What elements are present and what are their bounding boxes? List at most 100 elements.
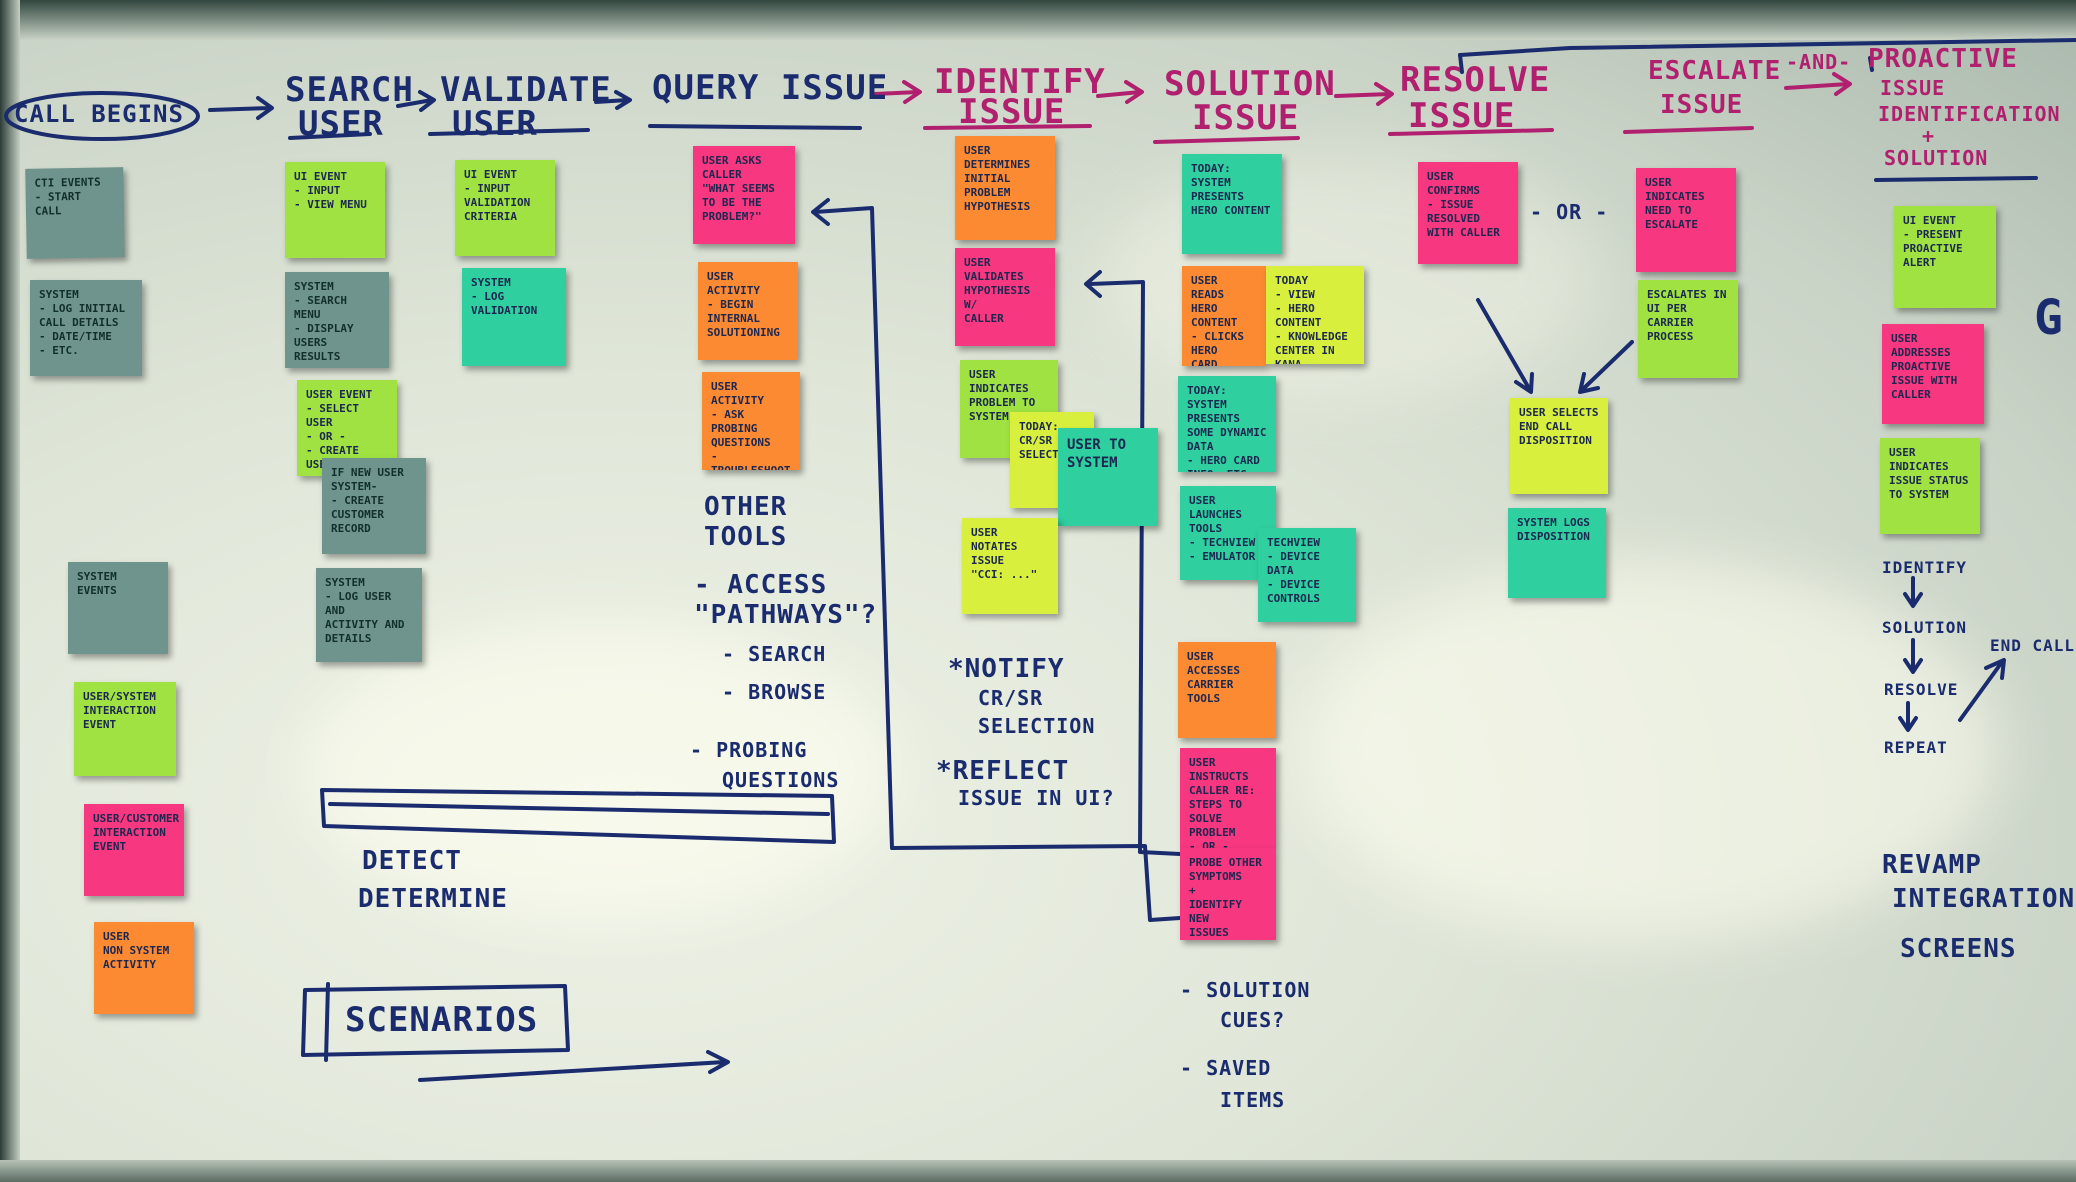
handwriting-cycle-resolve: RESOLVE — [1884, 680, 1958, 699]
handwriting-cycle-identify: IDENTIFY — [1882, 558, 1967, 577]
header-proactive-line1: PROACTIVE — [1868, 44, 2018, 74]
note-identify-user-to-system: USER TO SYSTEM — [1058, 428, 1158, 526]
note-legend-user-system-interaction: USER/SYSTEM INTERACTION EVENT — [74, 682, 176, 776]
handwriting-detect: DETECT — [362, 846, 462, 876]
handwriting-cycle-repeat: REPEAT — [1884, 738, 1948, 757]
note-validate-system: SYSTEM - LOG VALIDATION — [462, 268, 566, 366]
note-search-ui-event: UI EVENT - INPUT - VIEW MENU — [285, 162, 385, 258]
handwriting-or-resolve: - OR - — [1530, 200, 1608, 224]
handwriting-solution-cues-line2: CUES? — [1220, 1008, 1285, 1032]
note-legend-cti-events: CTI EVENTS - START CALL — [25, 167, 125, 259]
header-proactive-line3: IDENTIFICATION — [1878, 102, 2061, 126]
underline-escalate — [1625, 128, 1752, 132]
note-solution-probe: PROBE OTHER SYMPTOMS + IDENTIFY NEW ISSU… — [1180, 848, 1276, 940]
header-escalate-issue-line2: ISSUE — [1660, 90, 1743, 120]
detect-inner-line — [330, 804, 828, 814]
note-resolve-user-selects: USER SELECTS END CALL DISPOSITION — [1510, 398, 1608, 494]
header-and: -AND- — [1786, 50, 1851, 74]
note-query-user-activity-1: USER ACTIVITY - BEGIN INTERNAL SOLUTIONI… — [698, 262, 798, 360]
note-proactive-user-addresses: USER ADDRESSES PROACTIVE ISSUE WITH CALL… — [1882, 324, 1984, 424]
handwriting-other-tools-line2: TOOLS — [704, 522, 787, 552]
underline-solution — [1155, 138, 1298, 142]
note-solution-user-accesses: USER ACCESSES CARRIER TOOLS — [1178, 642, 1276, 738]
note-validate-ui-event: UI EVENT - INPUT VALIDATION CRITERIA — [455, 160, 555, 256]
header-escalate-issue-line1: ESCALATE — [1648, 56, 1781, 86]
note-resolve-user-confirms: USER CONFIRMS - ISSUE RESOLVED WITH CALL… — [1418, 162, 1518, 264]
handwriting-access-pathways-line1: - ACCESS — [694, 570, 827, 600]
handwriting-saved-items-line2: ITEMS — [1220, 1088, 1285, 1112]
note-escalate-escalates: ESCALATES IN UI PER CARRIER PROCESS — [1638, 280, 1738, 378]
cycle-arrow-2 — [1905, 640, 1921, 672]
note-legend-system: SYSTEM - LOG INITIAL CALL DETAILS - DATE… — [30, 280, 142, 376]
arrow-to-end-call-1 — [1478, 300, 1532, 392]
handwriting-notify-line1: *NOTIFY — [948, 654, 1065, 684]
header-call-begins: CALL BEGINS — [14, 100, 184, 128]
note-search-if-new-user: IF NEW USER SYSTEM- - CREATE CUSTOMER RE… — [322, 458, 426, 554]
handwriting-probing-line1: - PROBING — [690, 738, 807, 762]
header-proactive-line2: ISSUE — [1880, 76, 1945, 100]
header-identify-issue-line2: ISSUE — [958, 92, 1065, 132]
scenarios-box-inner — [326, 984, 328, 1060]
scenarios-arrow — [420, 1052, 728, 1080]
header-arrow-7 — [1786, 74, 1850, 94]
handwriting-probing-line2: QUESTIONS — [722, 768, 839, 792]
header-proactive-line5: SOLUTION — [1884, 146, 1988, 170]
note-query-user-activity-2: USER ACTIVITY - ASK PROBING QUESTIONS - … — [702, 372, 800, 470]
handwriting-other-tools-line1: OTHER — [704, 492, 787, 522]
underline-query — [650, 126, 860, 128]
handwriting-cycle-solution: SOLUTION — [1882, 618, 1967, 637]
note-resolve-system-logs: SYSTEM LOGS DISPOSITION — [1508, 508, 1606, 598]
handwriting-g-letter: G — [2034, 290, 2064, 346]
handwriting-solution-cues-line1: - SOLUTION — [1180, 978, 1310, 1002]
header-resolve-issue-line2: ISSUE — [1408, 96, 1515, 136]
handwriting-saved-items-line1: - SAVED — [1180, 1056, 1271, 1080]
note-identify-user-validates: USER VALIDATES HYPOTHESIS W/ CALLER — [955, 248, 1055, 346]
note-proactive-user-indicates: USER INDICATES ISSUE STATUS TO SYSTEM — [1880, 438, 1980, 534]
handwriting-revamp-line2: INTEGRATION — [1892, 884, 2075, 914]
cycle-arrow-end-call — [1960, 660, 2004, 720]
note-solution-user-instructs: USER INSTRUCTS CALLER RE: STEPS TO SOLVE… — [1180, 748, 1276, 848]
header-validate-user-line2: USER — [452, 104, 538, 144]
header-query-issue: QUERY ISSUE — [652, 68, 888, 108]
header-resolve-issue-line1: RESOLVE — [1400, 60, 1550, 100]
header-solution-issue-line2: ISSUE — [1192, 98, 1299, 138]
note-solution-user-reads: USER READS HERO CONTENT - CLICKS HERO CA… — [1182, 266, 1266, 366]
handwriting-notify-line2: CR/SR — [978, 686, 1043, 710]
header-search-user-line2: USER — [298, 104, 384, 144]
handwriting-determine: DETERMINE — [358, 884, 508, 914]
note-query-user-asks: USER ASKS CALLER "WHAT SEEMS TO BE THE P… — [693, 146, 795, 244]
note-proactive-ui-event: UI EVENT - PRESENT PROACTIVE ALERT — [1894, 206, 1996, 308]
handwriting-search: - SEARCH — [722, 642, 826, 666]
note-search-system: SYSTEM - SEARCH MENU - DISPLAY USERS RES… — [285, 272, 389, 368]
cycle-arrow-1 — [1905, 578, 1921, 606]
handwriting-end-call: END CALL — [1990, 636, 2075, 655]
loop-arrow-identify — [1086, 272, 1180, 854]
note-legend-system-events: SYSTEM EVENTS — [68, 562, 168, 654]
detect-rectangle — [322, 790, 834, 842]
cycle-arrow-3 — [1900, 703, 1916, 730]
note-search-system-log: SYSTEM - LOG USER AND ACTIVITY AND DETAI… — [316, 568, 422, 662]
handwriting-revamp-line3: SCREENS — [1900, 934, 2017, 964]
note-solution-techview: TECHVIEW - DEVICE DATA - DEVICE CONTROLS — [1258, 528, 1356, 622]
underline-proactive — [1876, 178, 2036, 180]
note-solution-today-2: TODAY - VIEW - HERO CONTENT - KNOWLEDGE … — [1266, 266, 1364, 364]
note-legend-user-customer-interaction: USER/CUSTOMER INTERACTION EVENT — [84, 804, 184, 896]
arrow-to-end-call-2 — [1580, 342, 1632, 392]
note-solution-today-3: TODAY: SYSTEM PRESENTS SOME DYNAMIC DATA… — [1178, 376, 1276, 472]
note-identify-user-notates: USER NOTATES ISSUE "CCI: ..." — [962, 518, 1058, 614]
handwriting-browse: - BROWSE — [722, 680, 826, 704]
handwriting-revamp-line1: REVAMP — [1882, 850, 1982, 880]
header-arrow-6 — [1336, 84, 1392, 104]
note-legend-user-non-system-activity: USER NON SYSTEM ACTIVITY — [94, 922, 194, 1014]
header-proactive-line4: + — [1922, 124, 1935, 148]
handwriting-reflect-line2: ISSUE IN UI? — [958, 786, 1115, 810]
handwriting-notify-line3: SELECTION — [978, 714, 1095, 738]
note-solution-today-1: TODAY: SYSTEM PRESENTS HERO CONTENT — [1182, 154, 1282, 254]
handwriting-access-pathways-line2: "PATHWAYS"? — [694, 600, 877, 630]
note-escalate-user-indicates: USER INDICATES NEED TO ESCALATE — [1636, 168, 1736, 272]
header-arrow-1 — [210, 98, 272, 118]
handwriting-scenarios: SCENARIOS — [345, 1000, 538, 1040]
note-identify-user-determines: USER DETERMINES INITIAL PROBLEM HYPOTHES… — [955, 136, 1055, 240]
handwriting-reflect-line1: *REFLECT — [936, 756, 1069, 786]
